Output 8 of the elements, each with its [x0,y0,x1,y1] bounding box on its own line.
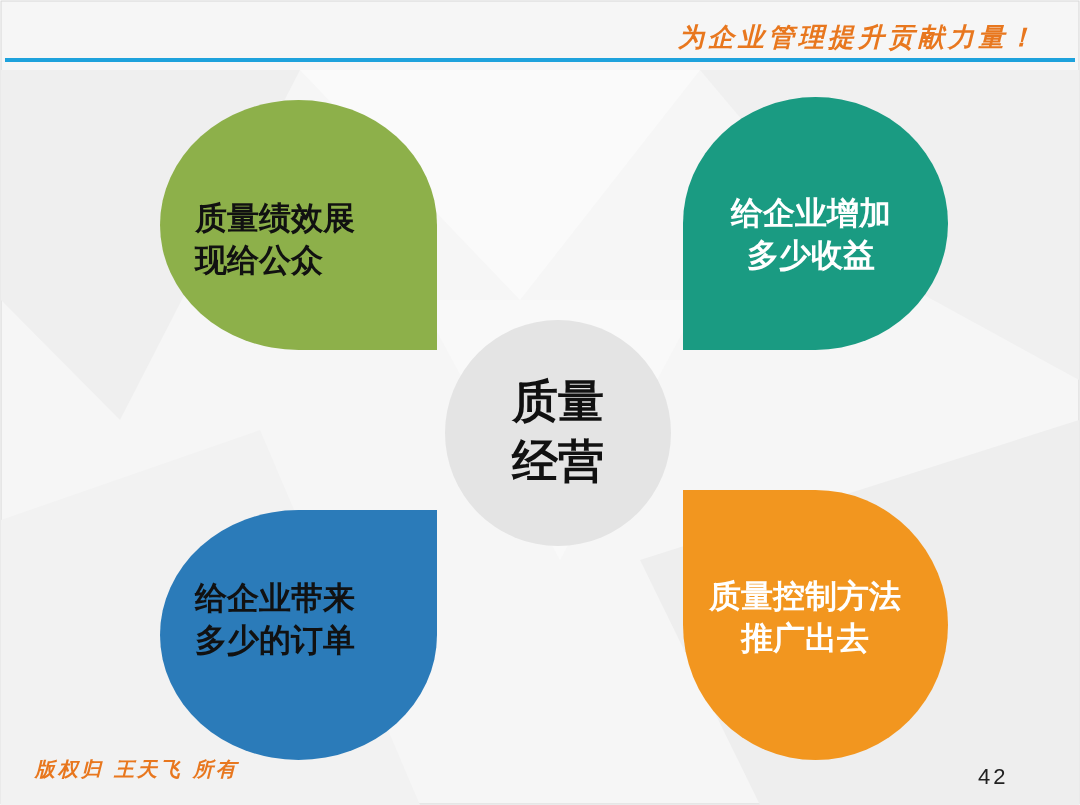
center-title: 质量经营 [510,373,606,490]
petal-text: 质量控制方法推广出去 [707,576,902,659]
petal-text: 质量绩效展现给公众 [195,198,356,281]
petal-text: 给企业带来多少的订单 [195,578,356,661]
header-slogan: 为企业管理提升贡献力量！ [678,21,1038,54]
petal-text: 给企业增加多少收益 [729,193,892,276]
copyright-note: 版权归 王天飞 所有 [35,756,239,783]
page-number: 42 [978,764,1009,790]
